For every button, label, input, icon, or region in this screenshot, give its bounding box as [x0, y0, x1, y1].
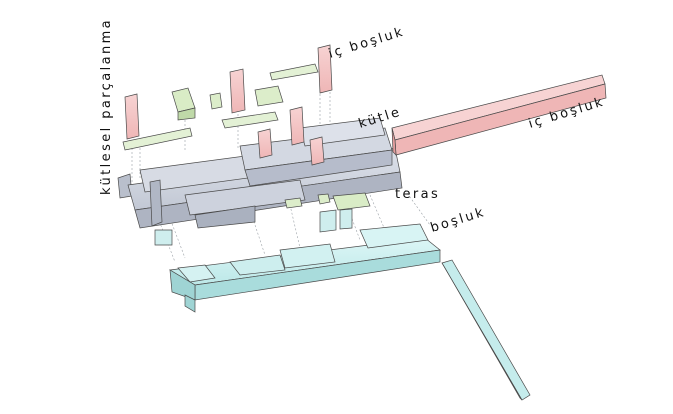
- long-void-pier: [441, 259, 531, 401]
- label-massing: kütlesel parçalanma: [99, 18, 114, 195]
- ground-void-slab: [154, 208, 441, 313]
- terrace-blocks: [122, 63, 371, 211]
- label-void-top: iç boşluk: [327, 24, 407, 61]
- label-terrace: teras: [395, 187, 440, 202]
- main-mass: [117, 117, 403, 229]
- red-void-blocks: [124, 44, 607, 166]
- label-gap: boşluk: [429, 205, 488, 236]
